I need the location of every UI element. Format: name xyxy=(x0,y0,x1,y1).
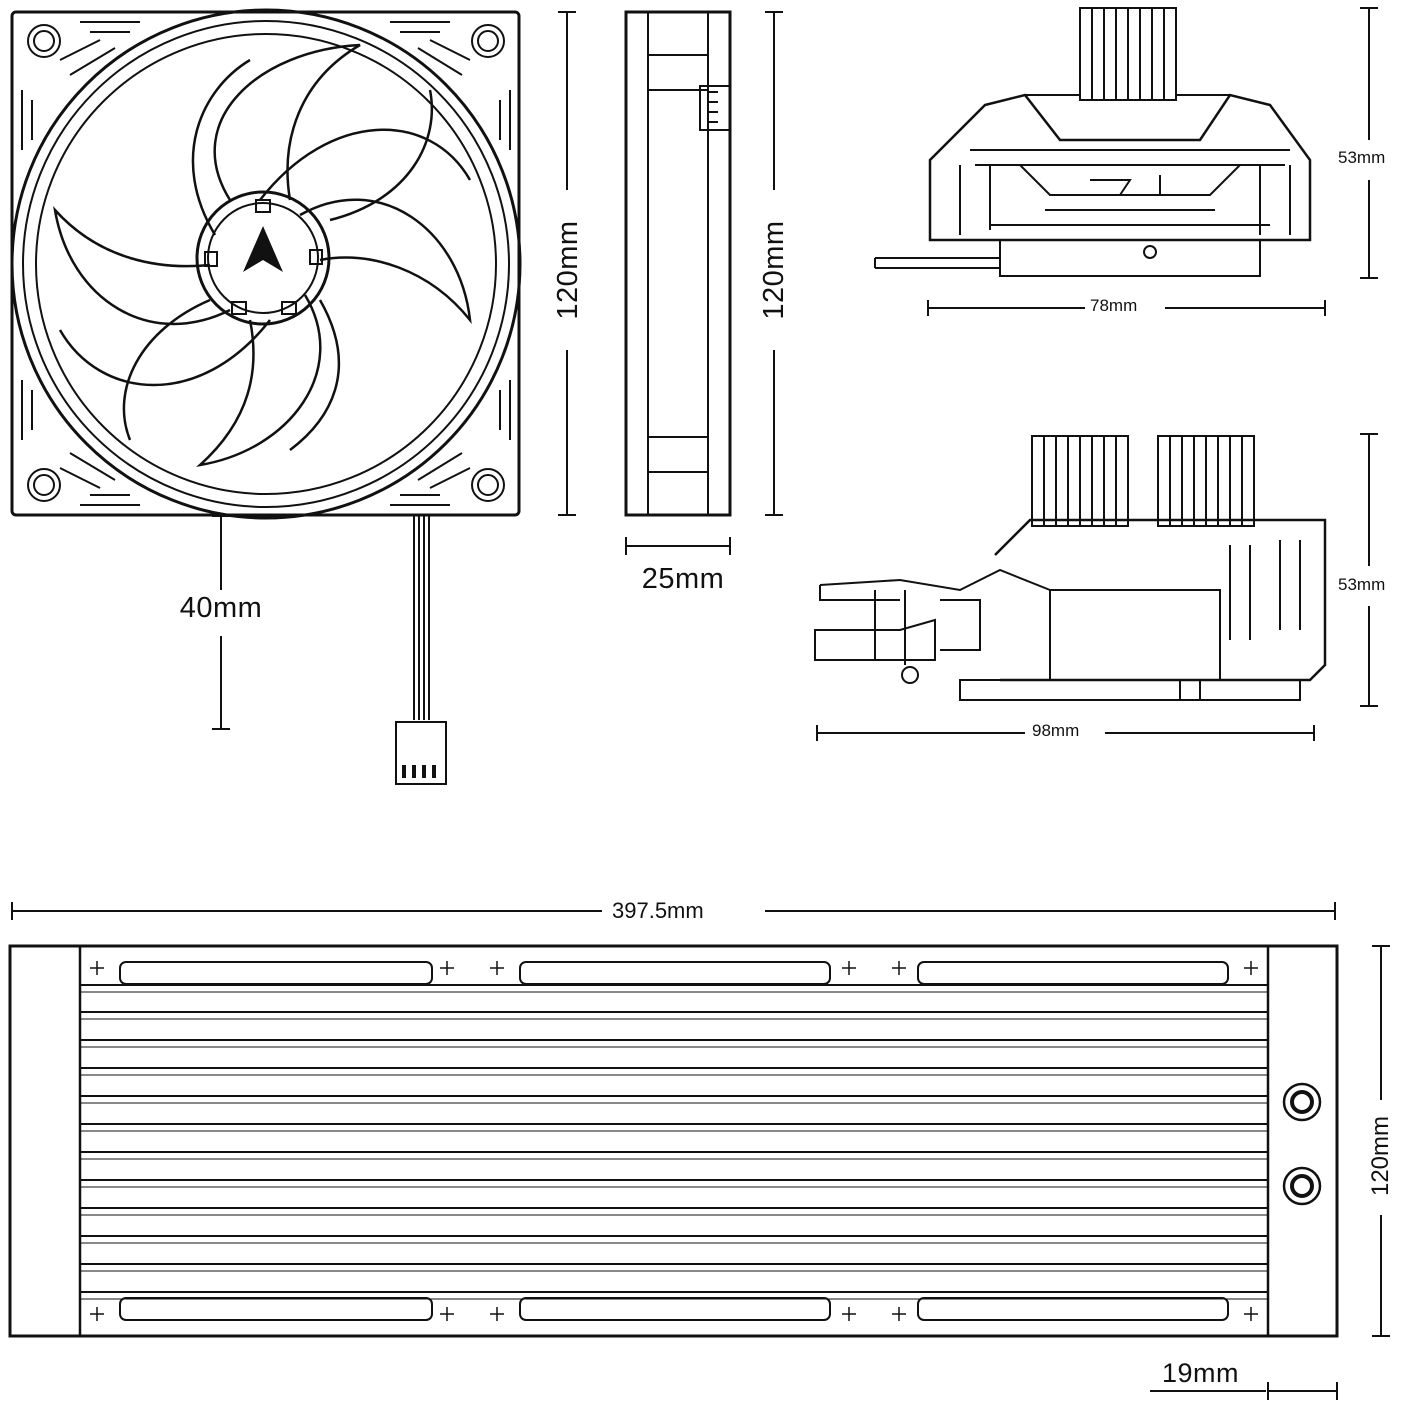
pump-small-width-label: 78mm xyxy=(1090,296,1138,316)
fan-thickness-label: 25mm xyxy=(628,563,738,596)
pump-large-width-label: 98mm xyxy=(1032,721,1080,741)
radiator-tank-label: 19mm xyxy=(1162,1358,1240,1389)
fan-height-label: 120mm xyxy=(550,220,586,320)
radiator-height-label: 120mm xyxy=(1367,1108,1395,1204)
fan-side-height-label: 120mm xyxy=(756,220,792,320)
radiator-length-label: 397.5mm xyxy=(612,898,704,924)
pump-side-icon xyxy=(814,435,1327,701)
fan-side-icon xyxy=(624,10,732,517)
fan-front-icon xyxy=(10,8,522,785)
pump-large-height-label: 53mm xyxy=(1338,575,1386,595)
dimension-lines xyxy=(11,7,1390,1400)
pump-top-icon xyxy=(874,7,1312,277)
fan-cable-label: 40mm xyxy=(166,592,276,625)
radiator-icon xyxy=(8,944,1339,1338)
radiator-port-icon xyxy=(1282,1082,1322,1206)
pump-small-height-label: 53mm xyxy=(1338,148,1386,168)
